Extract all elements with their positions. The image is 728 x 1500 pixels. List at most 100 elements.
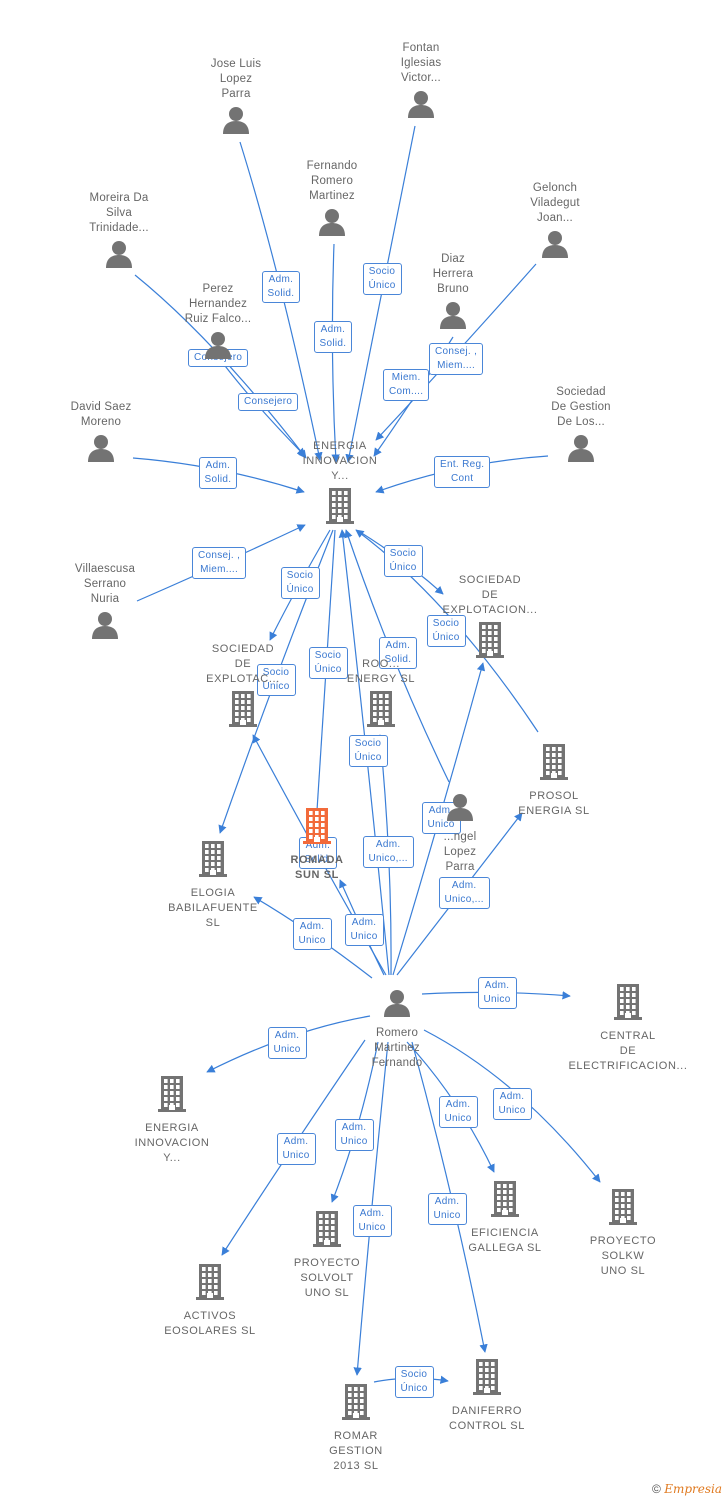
person-name: ...ngel Lopez Parra <box>443 831 477 873</box>
building-icon <box>558 1189 688 1230</box>
relation-label[interactable]: Ent. Reg. Cont <box>434 456 491 488</box>
person-name: Gelonch Viladegut Joan... <box>530 182 580 224</box>
relation-label[interactable]: Adm. Solid. <box>313 321 353 353</box>
company-node[interactable]: PROYECTO SOLKW UNO SL <box>558 1189 688 1279</box>
relation-label[interactable]: Socio Único <box>280 567 320 599</box>
relation-label[interactable]: Adm. Unico <box>267 1027 307 1059</box>
person-icon <box>171 106 301 139</box>
relation-label[interactable]: Adm. Unico <box>292 918 332 950</box>
relation-label[interactable]: Adm. Unico <box>477 977 517 1009</box>
relation-label[interactable]: Adm. Unico <box>427 1193 467 1225</box>
person-icon <box>490 230 620 263</box>
person-name: Villaescusa Serrano Nuria <box>74 563 136 605</box>
relation-label[interactable]: Consej. , Miem.... <box>192 547 247 579</box>
company-node[interactable]: EFICIENCIA GALLEGA SL <box>440 1181 570 1256</box>
relation-label[interactable]: Miem. Com.... <box>383 369 430 401</box>
relation-label[interactable]: Socio Único <box>383 545 423 577</box>
person-node[interactable]: Fernando Romero Martinez <box>267 159 397 241</box>
person-node[interactable]: Moreira Da Silva Trinidade... <box>54 191 184 273</box>
company-name: ELOGIA BABILAFUENTE SL <box>168 887 258 929</box>
person-icon <box>267 208 397 241</box>
building-icon <box>563 984 693 1025</box>
company-name: ROMAR GESTION 2013 SL <box>329 1430 383 1472</box>
person-node[interactable]: Perez Hernandez Ruiz Falco... <box>153 282 283 364</box>
building-icon <box>316 691 446 732</box>
relation-label[interactable]: Socio Único <box>394 1366 434 1398</box>
company-name: PROYECTO SOLKW UNO SL <box>589 1235 657 1277</box>
relation-label[interactable]: Adm. Solid. <box>378 637 418 669</box>
person-node[interactable]: Diaz Herrera Bruno <box>388 252 518 334</box>
company-node[interactable]: SOCIEDAD DE EXPLOTAC... <box>178 642 308 732</box>
person-node[interactable]: Villaescusa Serrano Nuria <box>40 562 170 644</box>
person-icon <box>40 611 170 644</box>
relation-label[interactable]: Consejero <box>238 393 299 411</box>
company-node[interactable]: ROMADA SUN SL <box>252 808 382 883</box>
brand-logo[interactable]: Empresia <box>664 1482 722 1496</box>
relation-label[interactable]: Socio Único <box>308 647 348 679</box>
person-name: Fontan Iglesias Victor... <box>400 42 442 84</box>
relation-label[interactable]: Adm. Unico <box>276 1133 316 1165</box>
company-node[interactable]: DANIFERRO CONTROL SL <box>422 1359 552 1434</box>
relation-label[interactable]: Consej. , Miem.... <box>429 343 484 375</box>
company-node[interactable]: SOCIEDAD DE EXPLOTACION... <box>425 573 555 663</box>
company-name: EFICIENCIA GALLEGA SL <box>468 1227 542 1254</box>
person-icon <box>54 240 184 273</box>
person-icon <box>516 434 646 467</box>
person-name: David Saez Moreno <box>70 401 132 428</box>
person-name: Moreira Da Silva Trinidade... <box>89 192 149 234</box>
company-name: ENERGIA INNOVACION Y... <box>134 1122 210 1164</box>
building-icon <box>148 841 278 882</box>
person-icon <box>332 989 462 1022</box>
relation-label[interactable]: Adm. Solid. <box>261 271 301 303</box>
person-node[interactable]: David Saez Moreno <box>36 400 166 467</box>
relation-label[interactable]: Socio Único <box>362 263 402 295</box>
building-icon <box>262 1211 392 1252</box>
relation-label[interactable]: Adm. Unico <box>438 1096 478 1128</box>
person-name: Jose Luis Lopez Parra <box>210 58 262 100</box>
company-node[interactable]: PROSOL ENERGIA SL <box>489 744 619 819</box>
building-icon <box>107 1076 237 1117</box>
company-name: ACTIVOS EOSOLARES SL <box>164 1310 256 1337</box>
company-name: ROMADA SUN SL <box>290 854 344 881</box>
building-icon <box>489 744 619 785</box>
relation-label[interactable]: Adm. Solid. <box>198 457 238 489</box>
person-node[interactable]: Romero Martinez Fernando <box>332 989 462 1071</box>
company-node[interactable]: CENTRAL DE ELECTRIFICACION... <box>563 984 693 1074</box>
person-icon <box>388 301 518 334</box>
company-name: DANIFERRO CONTROL SL <box>449 1405 525 1432</box>
person-icon <box>356 90 486 123</box>
footer-credit: © Empresia <box>652 1482 722 1496</box>
company-node[interactable]: ROO... ENERGY SL <box>316 657 446 732</box>
company-name: SOCIEDAD DE EXPLOTACION... <box>442 574 538 616</box>
relation-label[interactable]: Adm. Unico,... <box>362 836 414 868</box>
person-node[interactable]: Sociedad De Gestion De Los... <box>516 385 646 467</box>
relation-label[interactable]: Adm. Unico <box>344 914 384 946</box>
person-icon <box>153 331 283 364</box>
person-name: Romero Martinez Fernando <box>371 1027 423 1069</box>
person-node[interactable]: ...ngel Lopez Parra <box>395 793 525 875</box>
company-name: CENTRAL DE ELECTRIFICACION... <box>568 1030 688 1072</box>
company-node[interactable]: ACTIVOS EOSOLARES SL <box>145 1264 275 1339</box>
relation-label[interactable]: Socio Único <box>426 615 466 647</box>
person-node[interactable]: Fontan Iglesias Victor... <box>356 41 486 123</box>
company-node[interactable]: PROYECTO SOLVOLT UNO SL <box>262 1211 392 1301</box>
relation-label[interactable]: Adm. Unico <box>492 1088 532 1120</box>
relation-label[interactable]: Socio Único <box>256 664 296 696</box>
relation-label[interactable]: Adm. Unico,... <box>438 877 490 909</box>
person-node[interactable]: Jose Luis Lopez Parra <box>171 57 301 139</box>
company-node[interactable]: ENERGIA INNOVACION Y... <box>275 439 405 529</box>
building-icon <box>145 1264 275 1305</box>
company-node[interactable]: ENERGIA INNOVACION Y... <box>107 1076 237 1166</box>
building-icon <box>440 1181 570 1222</box>
person-node[interactable]: Gelonch Viladegut Joan... <box>490 181 620 263</box>
company-node[interactable]: ELOGIA BABILAFUENTE SL <box>148 841 278 931</box>
relation-label[interactable]: Adm. Unico <box>334 1119 374 1151</box>
company-node[interactable]: ROMAR GESTION 2013 SL <box>291 1384 421 1474</box>
person-icon <box>36 434 166 467</box>
relation-label[interactable]: Adm. Unico <box>352 1205 392 1237</box>
person-name: Sociedad De Gestion De Los... <box>551 386 611 428</box>
building-icon <box>178 691 308 732</box>
building-icon <box>291 1384 421 1425</box>
relation-label[interactable]: Socio Único <box>348 735 388 767</box>
